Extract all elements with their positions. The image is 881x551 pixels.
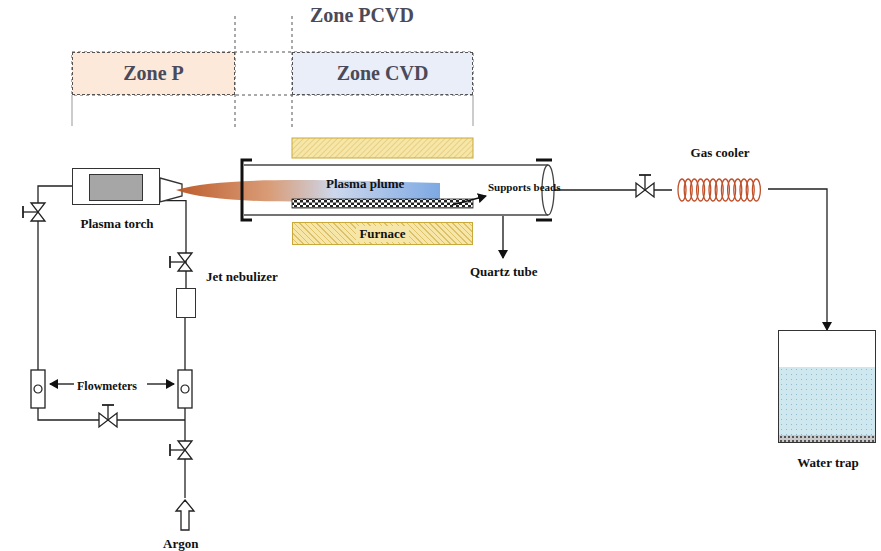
flowmeter-label: Flowmeters	[77, 379, 137, 393]
label-holder: Argon	[163, 534, 198, 551]
pipe-connector	[768, 189, 827, 330]
label-text: Furnace	[356, 226, 408, 242]
water-fill	[779, 367, 875, 442]
cooling-coil	[672, 171, 768, 211]
plume-label: Plasma plume	[326, 176, 404, 191]
label-holder: Zone PCVD	[310, 4, 414, 27]
beads-label: Supports beads	[488, 181, 560, 193]
label-holder: Flowmeters	[77, 376, 137, 394]
pipe-connector	[160, 201, 186, 288]
label-text: Jet nebulizer	[206, 269, 278, 284]
label-holder: Quartz tube	[470, 262, 538, 280]
water-trap: Water trap	[778, 330, 876, 443]
label-holder: Jet nebulizer	[206, 267, 278, 285]
zone-title: Zone PCVD	[310, 4, 414, 26]
label-holder: Water trap	[797, 453, 859, 471]
label-text: Plasma torch	[80, 216, 153, 231]
plasma-torch: Plasma torch	[72, 168, 160, 205]
gravel-bed	[779, 435, 875, 442]
label-holder: Supports beads	[488, 177, 560, 195]
label-text: Gas cooler	[691, 145, 750, 160]
label-holder: Plasma torch	[80, 214, 153, 232]
furnace-block: Furnace	[292, 222, 473, 245]
gas-cooler: Gas cooler	[672, 143, 768, 205]
label-holder: Plasma plume	[326, 174, 404, 192]
label-holder: Gas cooler	[691, 143, 750, 161]
tube-label: Quartz tube	[470, 264, 538, 279]
torch-panel	[89, 174, 143, 201]
label-text: Zone CVD	[337, 62, 429, 85]
zone-band: Zone CVD	[292, 52, 473, 95]
label-text: Water trap	[797, 455, 859, 470]
label-text: Zone P	[123, 62, 184, 85]
zone-band: Zone P	[72, 52, 235, 95]
gas-label: Argon	[163, 536, 198, 551]
jet-nebulizer: Jet nebulizer	[176, 288, 196, 318]
